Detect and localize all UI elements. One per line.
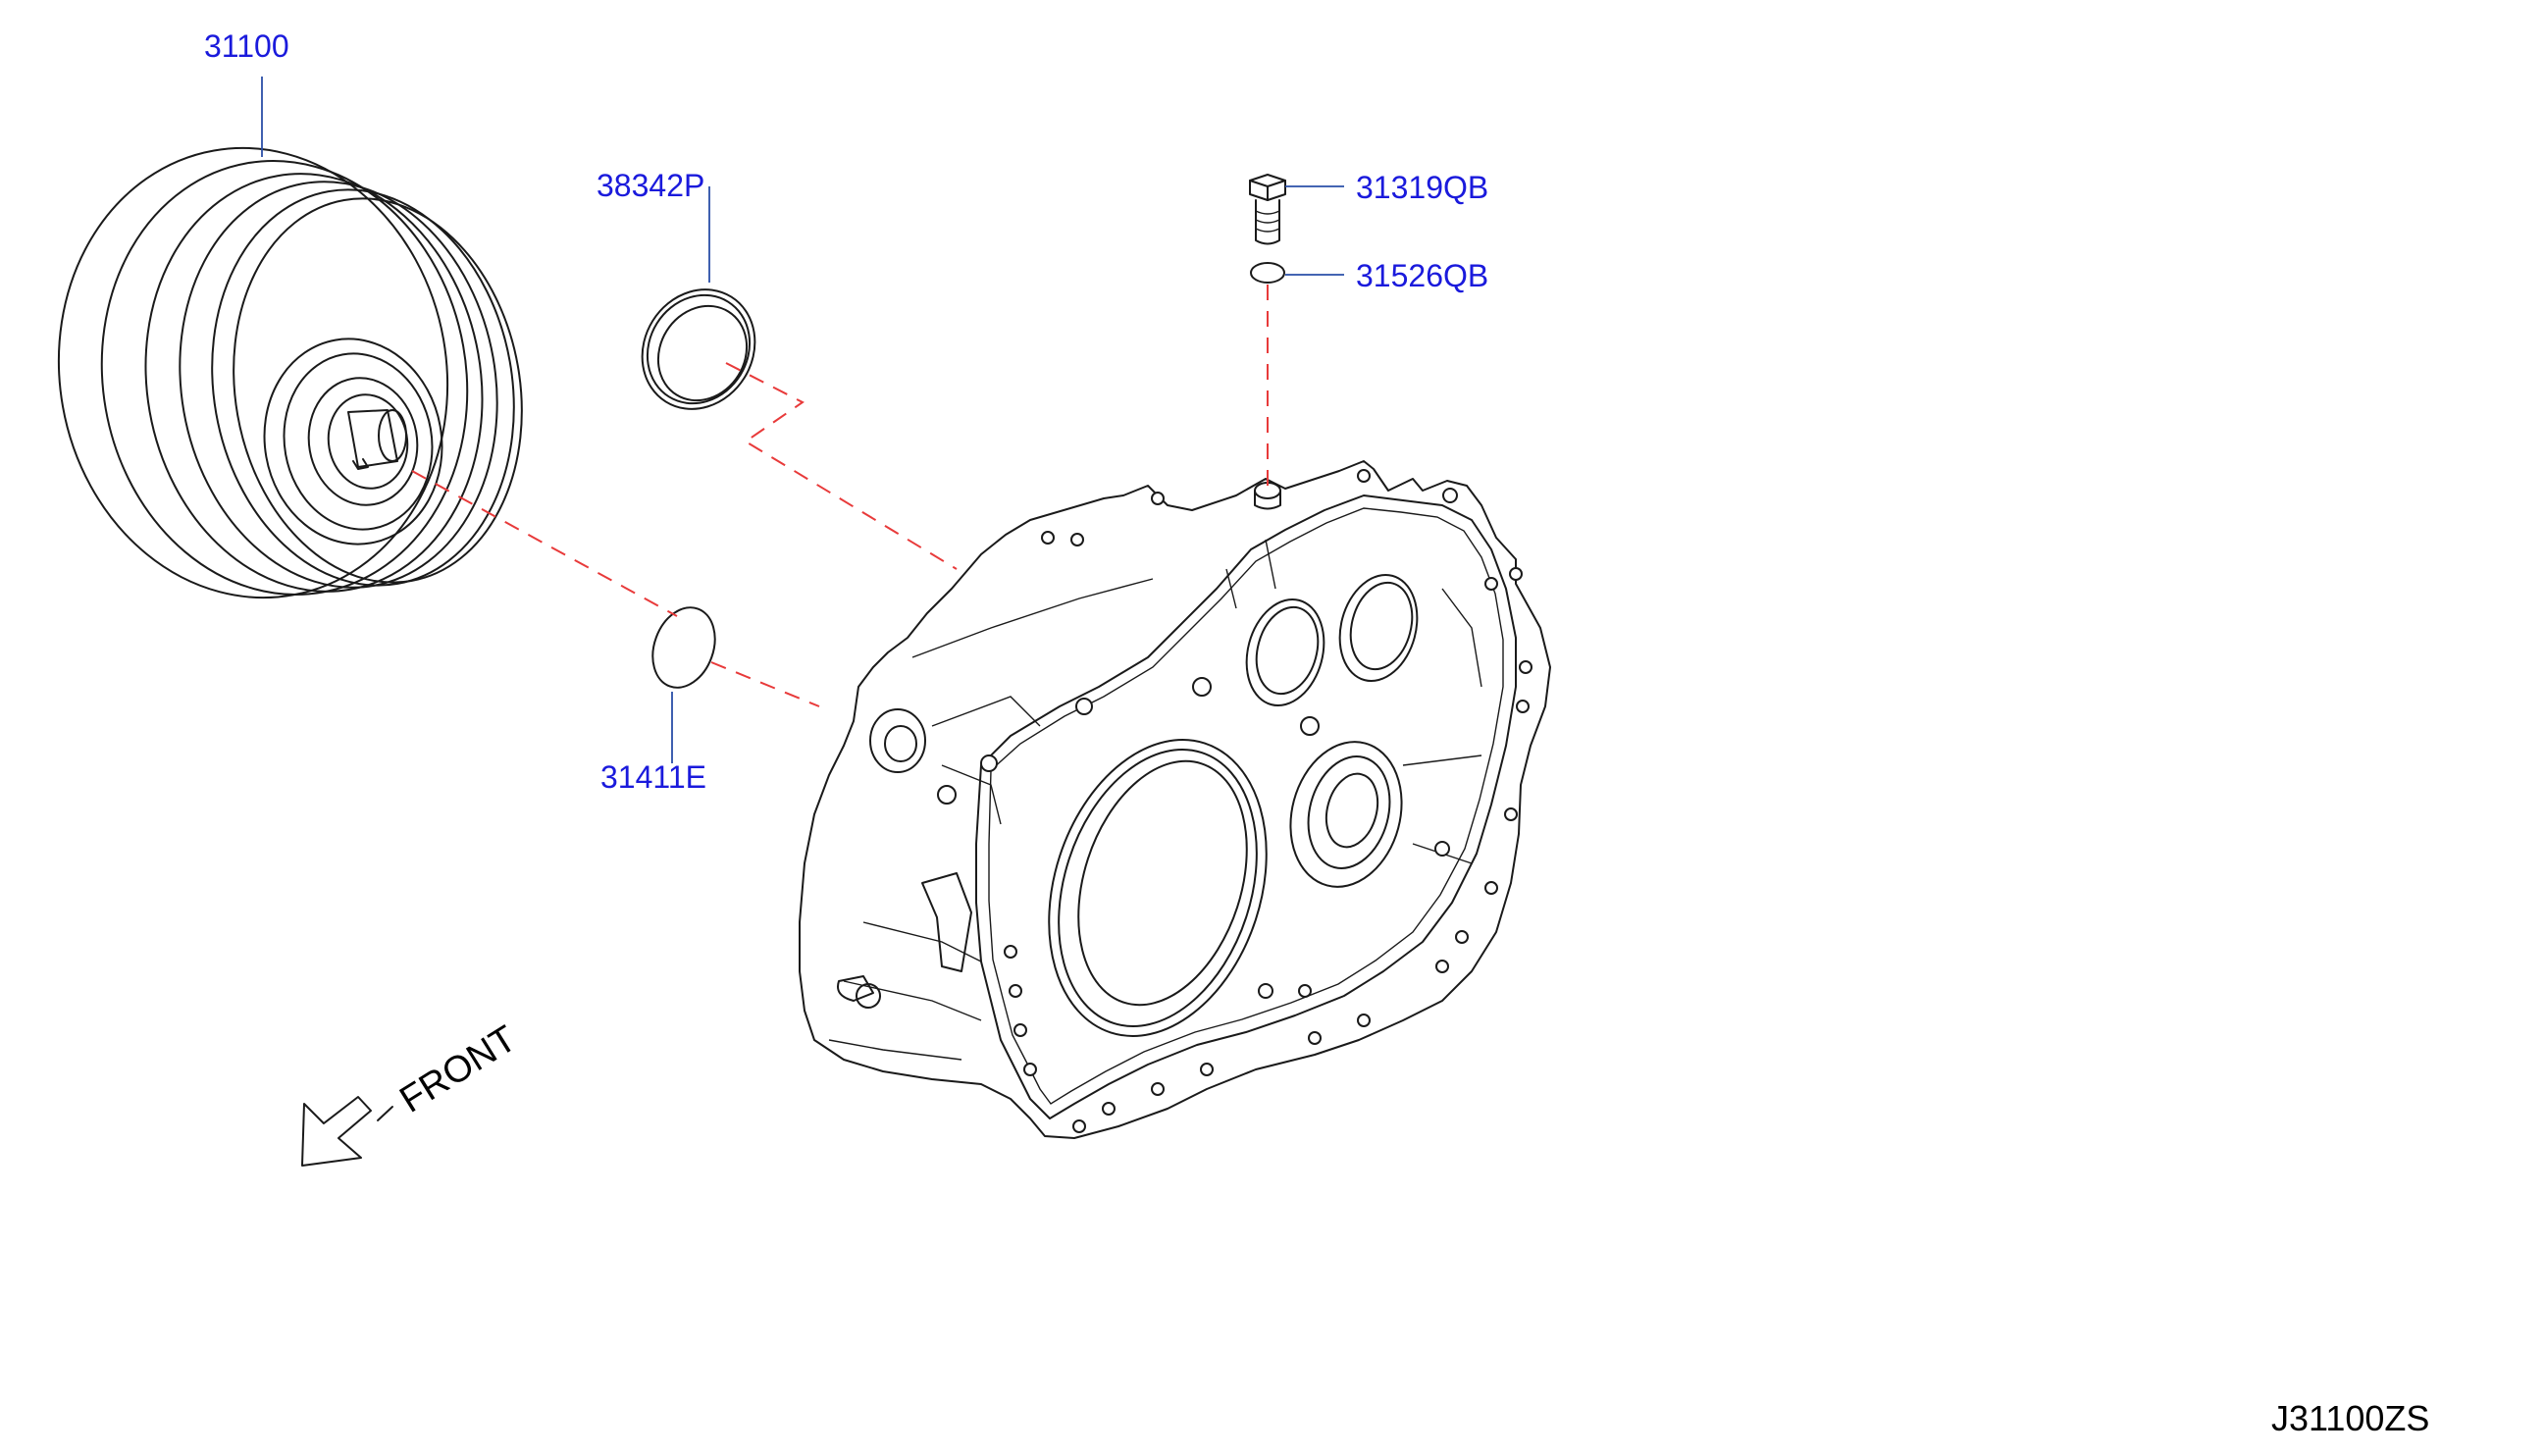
converter-housing-drawing <box>799 460 1551 1139</box>
front-label: FRONT <box>393 1018 524 1121</box>
front-indicator: FRONT <box>301 1018 524 1167</box>
front-arrow-icon <box>301 1096 372 1167</box>
figure-code: J31100ZS <box>2271 1398 2429 1438</box>
callout-31526qb: 31526QB <box>1356 258 1488 293</box>
torque-converter-drawing <box>57 146 523 599</box>
bolt-drawing <box>1249 174 1286 245</box>
leader-lines <box>261 77 1344 763</box>
assembly-lines <box>411 285 1269 707</box>
callout-31319qb: 31319QB <box>1356 170 1488 205</box>
o-ring-drawing <box>651 606 716 689</box>
oil-seal-drawing <box>641 288 756 410</box>
callout-31411e: 31411E <box>600 759 706 795</box>
callout-38342p: 38342P <box>597 168 704 203</box>
washer-drawing <box>1250 262 1285 284</box>
callout-31100: 31100 <box>204 28 289 64</box>
